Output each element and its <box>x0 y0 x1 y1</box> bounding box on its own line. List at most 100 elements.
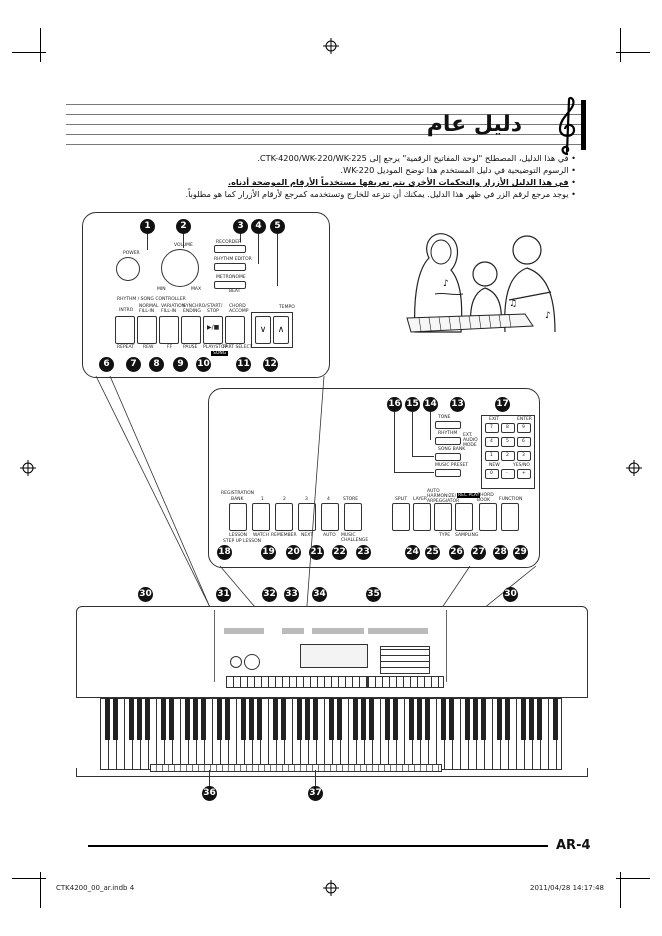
keypad-2-button[interactable]: 2 <box>501 451 515 461</box>
rhythm-editor-button[interactable] <box>214 263 246 271</box>
keypad-1-button[interactable]: 1 <box>485 451 499 461</box>
function-button[interactable] <box>501 503 519 531</box>
registration-mark-icon <box>626 460 642 476</box>
overview-knob <box>244 654 260 670</box>
callout-badge: 22 <box>332 545 347 560</box>
autoharmonize-button[interactable] <box>434 503 452 531</box>
callout-badge: 23 <box>356 545 371 560</box>
page-number: AR-4 <box>556 838 591 853</box>
recorder-button[interactable] <box>214 245 246 253</box>
volume-label: VOLUME <box>174 243 193 248</box>
callout-badge: 3 <box>233 219 248 234</box>
lcd-display <box>300 644 368 668</box>
keyboard-frame-bottom <box>76 768 588 777</box>
callout-badge: 31 <box>216 587 231 602</box>
keypad-9-button[interactable]: 9 <box>517 423 531 433</box>
music-preset-label: MUSIC PRESET <box>435 463 469 468</box>
normal-fill-rew-button[interactable] <box>137 316 157 344</box>
keypad-label: NEW <box>489 463 500 468</box>
reg-3-label: 3 <box>305 497 308 502</box>
treble-clef-icon <box>558 96 576 156</box>
crop-mark <box>12 52 46 53</box>
metronome-button[interactable] <box>214 281 246 289</box>
title-bar <box>581 100 586 150</box>
label-strip <box>368 628 428 634</box>
registration-mark-icon <box>323 38 339 54</box>
step-up-lesson-label: STEP UP LESSON <box>223 539 262 544</box>
keypad-label: YES/NO <box>513 463 530 468</box>
callout-badge: 5 <box>270 219 285 234</box>
leader-line <box>147 234 148 250</box>
keypad-7-button[interactable]: 7 <box>485 423 499 433</box>
leader-line <box>258 234 259 264</box>
callout-badge: 14 <box>423 397 438 412</box>
callout-badge: 10 <box>196 357 211 372</box>
start-stop-button[interactable] <box>203 316 223 344</box>
crop-mark <box>616 52 650 53</box>
crop-mark <box>40 28 41 62</box>
reg-4-auto-button[interactable] <box>321 503 339 531</box>
power-button[interactable] <box>116 257 140 281</box>
volume-knob[interactable] <box>161 249 199 287</box>
auto-label: AUTO <box>323 533 336 538</box>
bullet-item: • يوجد مرجع لرقم الزر في ظهر هذا الدليل.… <box>185 189 576 199</box>
variation-fill-ff-button[interactable] <box>159 316 179 344</box>
callout-badge: 25 <box>425 545 440 560</box>
song-label: SONG <box>211 351 229 356</box>
svg-text:♪: ♪ <box>545 311 551 321</box>
callout-badge: 19 <box>261 545 276 560</box>
keypad-6-button[interactable]: 6 <box>517 437 531 447</box>
intro-repeat-button[interactable] <box>115 316 135 344</box>
keypad-3-button[interactable]: 3 <box>517 451 531 461</box>
min-label: MIN <box>157 287 166 292</box>
piano-black-keys[interactable] <box>100 698 560 740</box>
keypad-5-button[interactable]: 5 <box>501 437 515 447</box>
chord-accomp-button[interactable] <box>225 316 245 344</box>
label-strip <box>312 628 364 634</box>
split-button[interactable] <box>392 503 410 531</box>
play-stop-label: PLAY/STOP <box>203 345 228 350</box>
rec-play-label: REC PLAY <box>457 493 481 498</box>
keypad-plus-button[interactable]: + <box>517 469 531 479</box>
bullet-item: • الرسوم التوضيحية في دليل المستخدم هذا … <box>340 165 576 175</box>
tone-button[interactable] <box>435 421 461 429</box>
keypad-label: ENTER <box>517 417 532 422</box>
registration-mark-icon <box>323 880 339 896</box>
store-label: STORE <box>343 497 359 502</box>
reg-2-remember-button[interactable] <box>275 503 293 531</box>
callout-badge: 4 <box>251 219 266 234</box>
callout-badge: 33 <box>284 587 299 602</box>
bank-lesson-button[interactable] <box>229 503 247 531</box>
song-bank-button[interactable] <box>435 453 461 461</box>
rhythm-editor-label: RHYTHM EDITOR <box>214 257 252 262</box>
reg-1-watch-button[interactable] <box>252 503 270 531</box>
song-bank-label: SONG BANK <box>438 447 466 452</box>
keypad-minus-button[interactable]: - <box>501 469 515 479</box>
store-music-challenge-button[interactable] <box>344 503 362 531</box>
tempo-up-button[interactable]: ∧ <box>273 316 289 344</box>
key-note-strip <box>150 764 442 772</box>
overview-button-grid <box>380 646 430 674</box>
reg-3-next-button[interactable] <box>298 503 316 531</box>
intro-label: INTRO <box>119 308 134 313</box>
keypad-4-button[interactable]: 4 <box>485 437 499 447</box>
leader-line <box>430 412 431 440</box>
keypad-0-button[interactable]: 0 <box>485 469 499 479</box>
synchro-ending-pause-button[interactable] <box>181 316 201 344</box>
power-label: POWER <box>123 251 140 256</box>
keypad-label: EXIT <box>489 417 500 422</box>
tempo-down-button[interactable]: ∨ <box>255 316 271 344</box>
layer-button[interactable] <box>413 503 431 531</box>
numeric-keypad <box>481 415 535 489</box>
callout-badge: 21 <box>309 545 324 560</box>
keypad-8-button[interactable]: 8 <box>501 423 515 433</box>
bank-label: BANK <box>231 497 244 502</box>
sampling-button[interactable] <box>455 503 473 531</box>
music-preset-button[interactable] <box>435 469 461 477</box>
rhythm-button[interactable] <box>435 437 461 445</box>
repeat-label: REPEAT <box>117 345 135 350</box>
callout-badge: 9 <box>173 357 188 372</box>
type-label: TYPE <box>439 533 451 538</box>
rhythm-label: RHYTHM <box>438 431 458 436</box>
chord-book-button[interactable] <box>479 503 497 531</box>
